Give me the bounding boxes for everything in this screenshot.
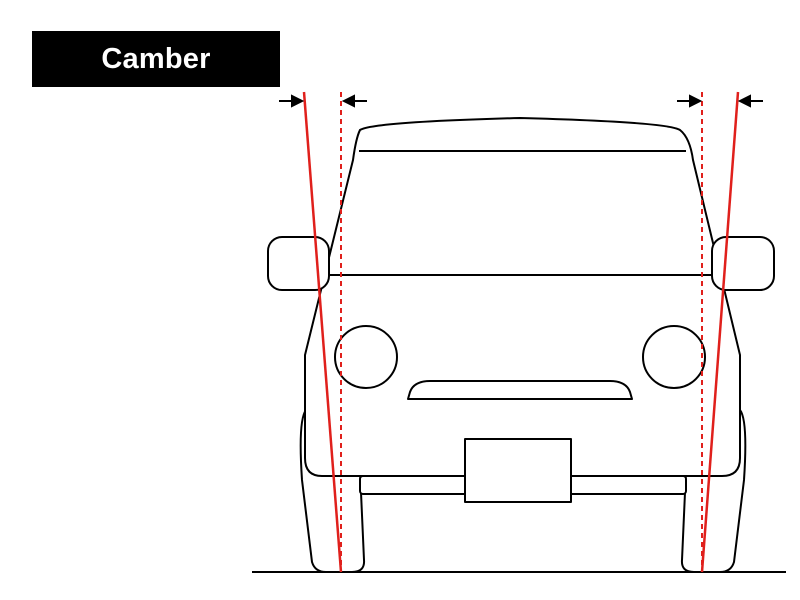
right-inner-arrow-icon <box>737 94 763 108</box>
left-outer-arrow-icon <box>279 94 305 108</box>
right-outer-arrow-icon <box>677 94 703 108</box>
right-mirror <box>711 236 775 291</box>
title-banner: Camber <box>32 31 280 87</box>
right-headlight <box>642 325 706 389</box>
title-text: Camber <box>101 42 211 75</box>
license-plate <box>464 438 572 503</box>
right-camber-line <box>700 91 740 573</box>
left-headlight <box>334 325 398 389</box>
grille <box>407 380 633 400</box>
car-body <box>304 117 741 477</box>
left-inner-arrow-icon <box>341 94 367 108</box>
left-mirror <box>267 236 330 291</box>
left-camber-line <box>302 91 343 573</box>
